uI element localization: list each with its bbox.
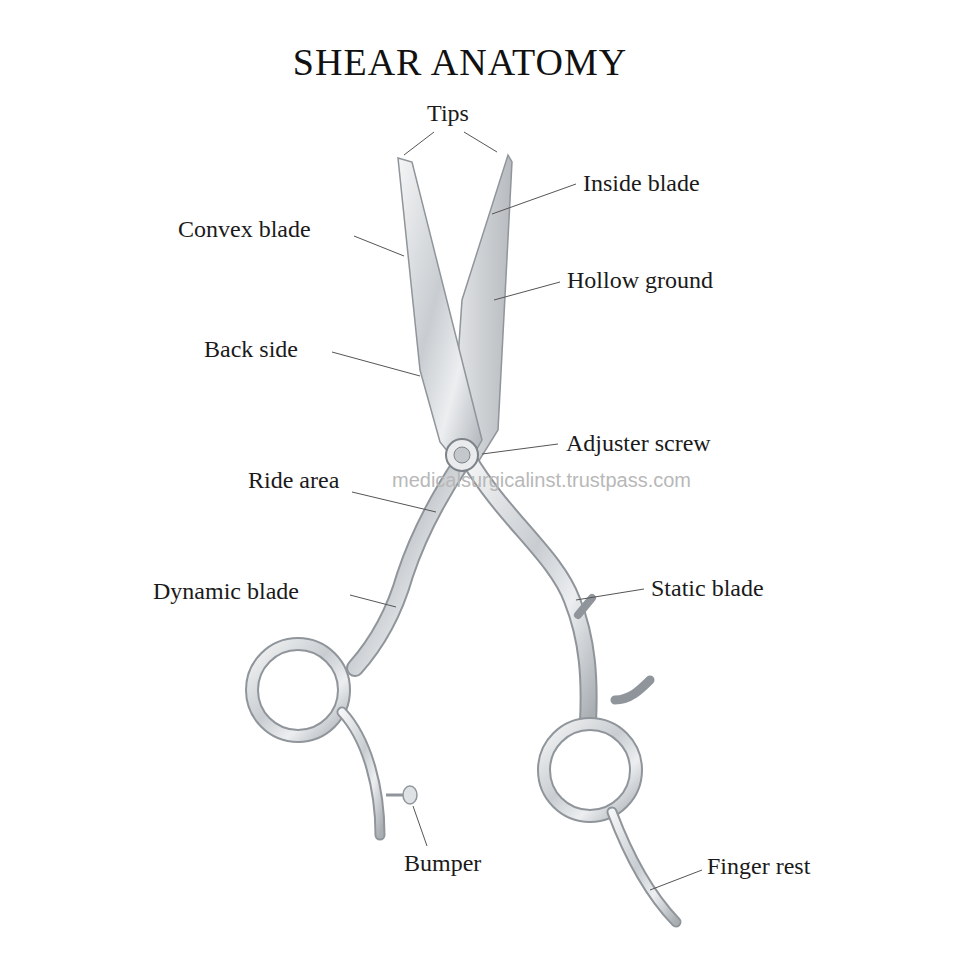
watermark: medicalsurgicalinst.trustpass.com bbox=[392, 470, 691, 490]
part-label: Static blade bbox=[651, 576, 764, 600]
part-label: Dynamic blade bbox=[153, 579, 299, 603]
part-label: Adjuster screw bbox=[566, 431, 711, 455]
part-label: Back side bbox=[204, 337, 298, 361]
diagram-title: SHEAR ANATOMY bbox=[293, 43, 627, 81]
leader-lines bbox=[332, 132, 702, 890]
part-label: Inside blade bbox=[583, 171, 700, 195]
part-label: Tips bbox=[427, 101, 469, 125]
dynamic-blade bbox=[252, 155, 512, 835]
part-label: Convex blade bbox=[178, 217, 311, 241]
part-label: Ride area bbox=[248, 468, 339, 492]
part-label: Bumper bbox=[404, 851, 481, 875]
part-label: Finger rest bbox=[707, 854, 810, 878]
part-label: Hollow ground bbox=[567, 268, 713, 292]
